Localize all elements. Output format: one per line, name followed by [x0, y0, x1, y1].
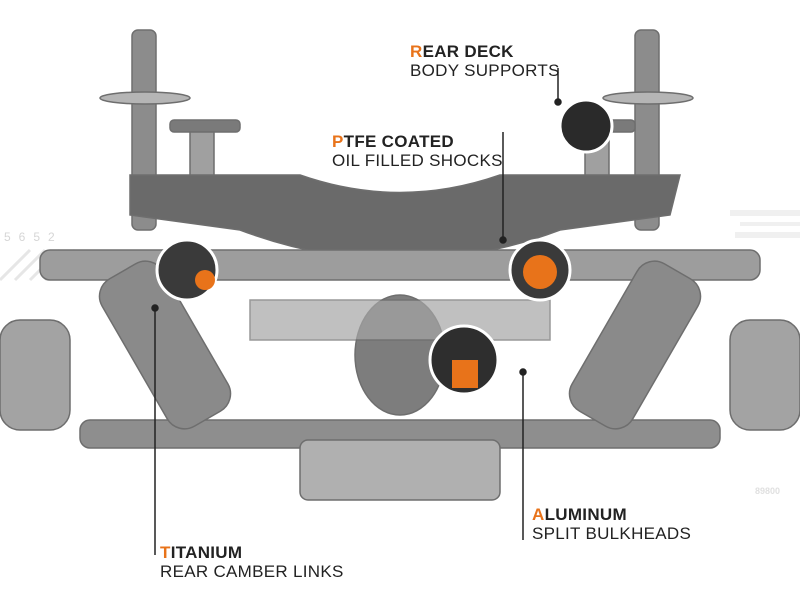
chassis: [0, 29, 800, 501]
callout-subtitle: SPLIT BULKHEADS: [532, 524, 692, 543]
callout-aluminum: ALUMINUM SPLIT BULKHEADS: [532, 505, 691, 543]
background-number-right: 89800: [755, 486, 781, 496]
callout-subtitle: BODY SUPPORTS: [410, 61, 560, 80]
callout-rear-deck: REAR DECK BODY SUPPORTS: [410, 42, 560, 80]
rear-deck-detail: [558, 98, 614, 154]
background-number-left: 5652: [4, 230, 63, 244]
titanium-detail: [155, 238, 219, 302]
callout-subtitle: OIL FILLED SHOCKS: [332, 151, 503, 170]
callout-subtitle: REAR CAMBER LINKS: [160, 562, 344, 581]
callout-title: PTFE COATED: [332, 132, 454, 151]
callout-title: ALUMINUM: [532, 505, 627, 524]
callout-titanium: TITANIUM REAR CAMBER LINKS: [160, 543, 344, 581]
callout-circles: [155, 98, 614, 396]
callout-title: REAR DECK: [410, 42, 514, 61]
callout-title: TITANIUM: [160, 543, 243, 562]
callout-ptfe-shocks: PTFE COATED OIL FILLED SHOCKS: [332, 132, 503, 170]
background-decor: [0, 210, 800, 282]
